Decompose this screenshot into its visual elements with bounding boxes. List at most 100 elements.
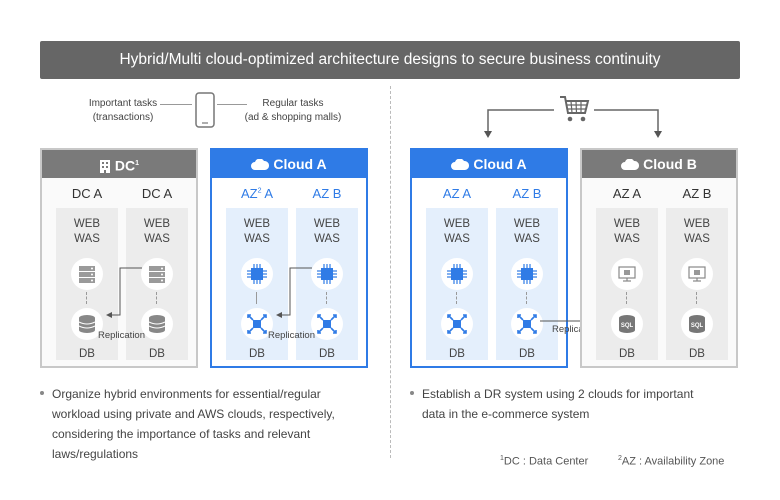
az-column-2: WEB WAS DB — [496, 208, 558, 360]
az-suffix: A — [261, 186, 274, 201]
flow-line — [86, 292, 87, 304]
column-header: AZ A — [612, 186, 642, 201]
svg-text:SQL: SQL — [691, 323, 704, 329]
center-divider — [390, 86, 391, 458]
phone-icon — [195, 92, 215, 128]
footnote-text: DC : Data Center — [503, 455, 589, 468]
footnote-dc: 1DC : Data Center — [500, 455, 588, 468]
web-label: WEB — [143, 218, 171, 230]
bullet-line: laws/regulations — [52, 447, 139, 461]
bullet-dot — [40, 391, 44, 395]
database-icon — [141, 308, 173, 340]
important-tasks-label: Important tasks (transactions) — [78, 97, 168, 125]
bullet-line: Organize hybrid environments for essenti… — [52, 387, 321, 401]
web-label: WEB — [613, 218, 641, 230]
footnote-number: 1 — [500, 455, 504, 462]
cloud-icon — [251, 152, 270, 180]
right-cloud-a-panel: Cloud A AZ A AZ B WEB WAS DB WEB WAS DB — [410, 148, 568, 368]
footnote-text: AZ : Availability Zone — [621, 455, 725, 468]
az-text: AZ — [240, 186, 258, 201]
sql-database-icon: SQL — [681, 308, 713, 340]
network-hub-icon — [511, 308, 543, 340]
was-label: WAS — [314, 233, 340, 245]
server-icon — [71, 258, 103, 290]
flow-line — [626, 292, 627, 304]
cart-split-arrows — [484, 109, 662, 138]
dc-column-2: WEB WAS DB — [126, 208, 188, 360]
monitor-icon — [681, 258, 713, 290]
flow-line — [456, 292, 457, 304]
column-header: AZ2 A — [226, 186, 288, 201]
bullet-line: data in the e-commerce system — [422, 407, 590, 421]
chip-icon — [441, 258, 473, 290]
db-label: DB — [249, 348, 265, 360]
svg-text:SQL: SQL — [621, 323, 634, 329]
right-bullet: Establish a DR system using 2 clouds for… — [410, 384, 750, 426]
cloud-a-header: Cloud A — [412, 150, 566, 178]
sql-database-icon: SQL — [611, 308, 643, 340]
db-label: DB — [319, 348, 335, 360]
flow-line — [326, 292, 327, 304]
network-hub-icon — [441, 308, 473, 340]
was-label: WAS — [614, 233, 640, 245]
cloud-b-header: Cloud B — [582, 150, 736, 178]
was-label: WAS — [444, 233, 470, 245]
column-header: DC A — [71, 186, 103, 201]
column-header: DC A — [141, 186, 173, 201]
replication-label: Replication — [552, 324, 599, 335]
was-label: WAS — [514, 233, 540, 245]
shopping-cart-icon — [558, 94, 590, 124]
regular-tasks-text: Regular tasks — [262, 98, 324, 109]
bullet-line: considering the importance of tasks and … — [52, 427, 311, 441]
cloud-a-title: Cloud A — [473, 156, 527, 172]
network-hub-icon — [241, 308, 273, 340]
dc-panel-title: DC — [114, 157, 136, 174]
web-label: WEB — [243, 218, 271, 230]
az-column-1: WEB WAS SQL DB — [596, 208, 658, 360]
connector-line — [160, 104, 192, 105]
web-label: WEB — [313, 218, 341, 230]
column-header: AZ A — [442, 186, 472, 201]
cloud-a-header: Cloud A — [212, 150, 366, 178]
cloud-icon — [621, 152, 640, 180]
replication-arrow — [106, 267, 142, 318]
db-label: DB — [619, 348, 635, 360]
page-title-banner: Hybrid/Multi cloud-optimized architectur… — [40, 41, 740, 79]
right-bullet-text: Establish a DR system using 2 clouds for… — [422, 384, 693, 424]
column-header: AZ B — [512, 186, 542, 201]
left-cloud-a-panel: Cloud A AZ2 A AZ B WEB WAS DB WEB WAS DB… — [210, 148, 368, 368]
db-label: DB — [149, 348, 165, 360]
db-label: DB — [449, 348, 465, 360]
was-label: WAS — [144, 233, 170, 245]
dc-panel-header: DC1 — [42, 150, 196, 178]
db-label: DB — [79, 348, 95, 360]
chip-icon — [241, 258, 273, 290]
network-hub-icon — [311, 308, 343, 340]
regular-tasks-sub: (ad & shopping malls) — [244, 112, 342, 123]
dc-panel: DC1 DC A DC A WEB WAS DB WEB WAS DB Repl… — [40, 148, 198, 368]
az-column-1: WEB WAS DB — [226, 208, 288, 360]
left-bullet-text: Organize hybrid environments for essenti… — [52, 384, 335, 464]
database-icon — [71, 308, 103, 340]
bullet-dot — [410, 391, 414, 395]
web-label: WEB — [513, 218, 541, 230]
db-label: DB — [689, 348, 705, 360]
replication-arrow — [276, 267, 312, 318]
chip-icon — [511, 258, 543, 290]
server-icon — [141, 258, 173, 290]
web-label: WEB — [73, 218, 101, 230]
footnote-ref: 2 — [257, 187, 262, 195]
building-icon — [99, 154, 111, 182]
flow-line — [256, 292, 257, 304]
important-tasks-sub: (transactions) — [92, 112, 154, 123]
web-label: WEB — [683, 218, 711, 230]
cloud-a-title: Cloud A — [273, 156, 327, 172]
flow-line — [696, 292, 697, 304]
bullet-line: Establish a DR system using 2 clouds for… — [422, 387, 694, 401]
chip-icon — [311, 258, 343, 290]
web-label: WEB — [443, 218, 471, 230]
was-label: WAS — [244, 233, 270, 245]
cloud-b-panel: Cloud B AZ A AZ B WEB WAS SQL DB WEB WAS… — [580, 148, 738, 368]
flow-line — [156, 292, 157, 304]
replication-label: Replication — [268, 330, 315, 341]
